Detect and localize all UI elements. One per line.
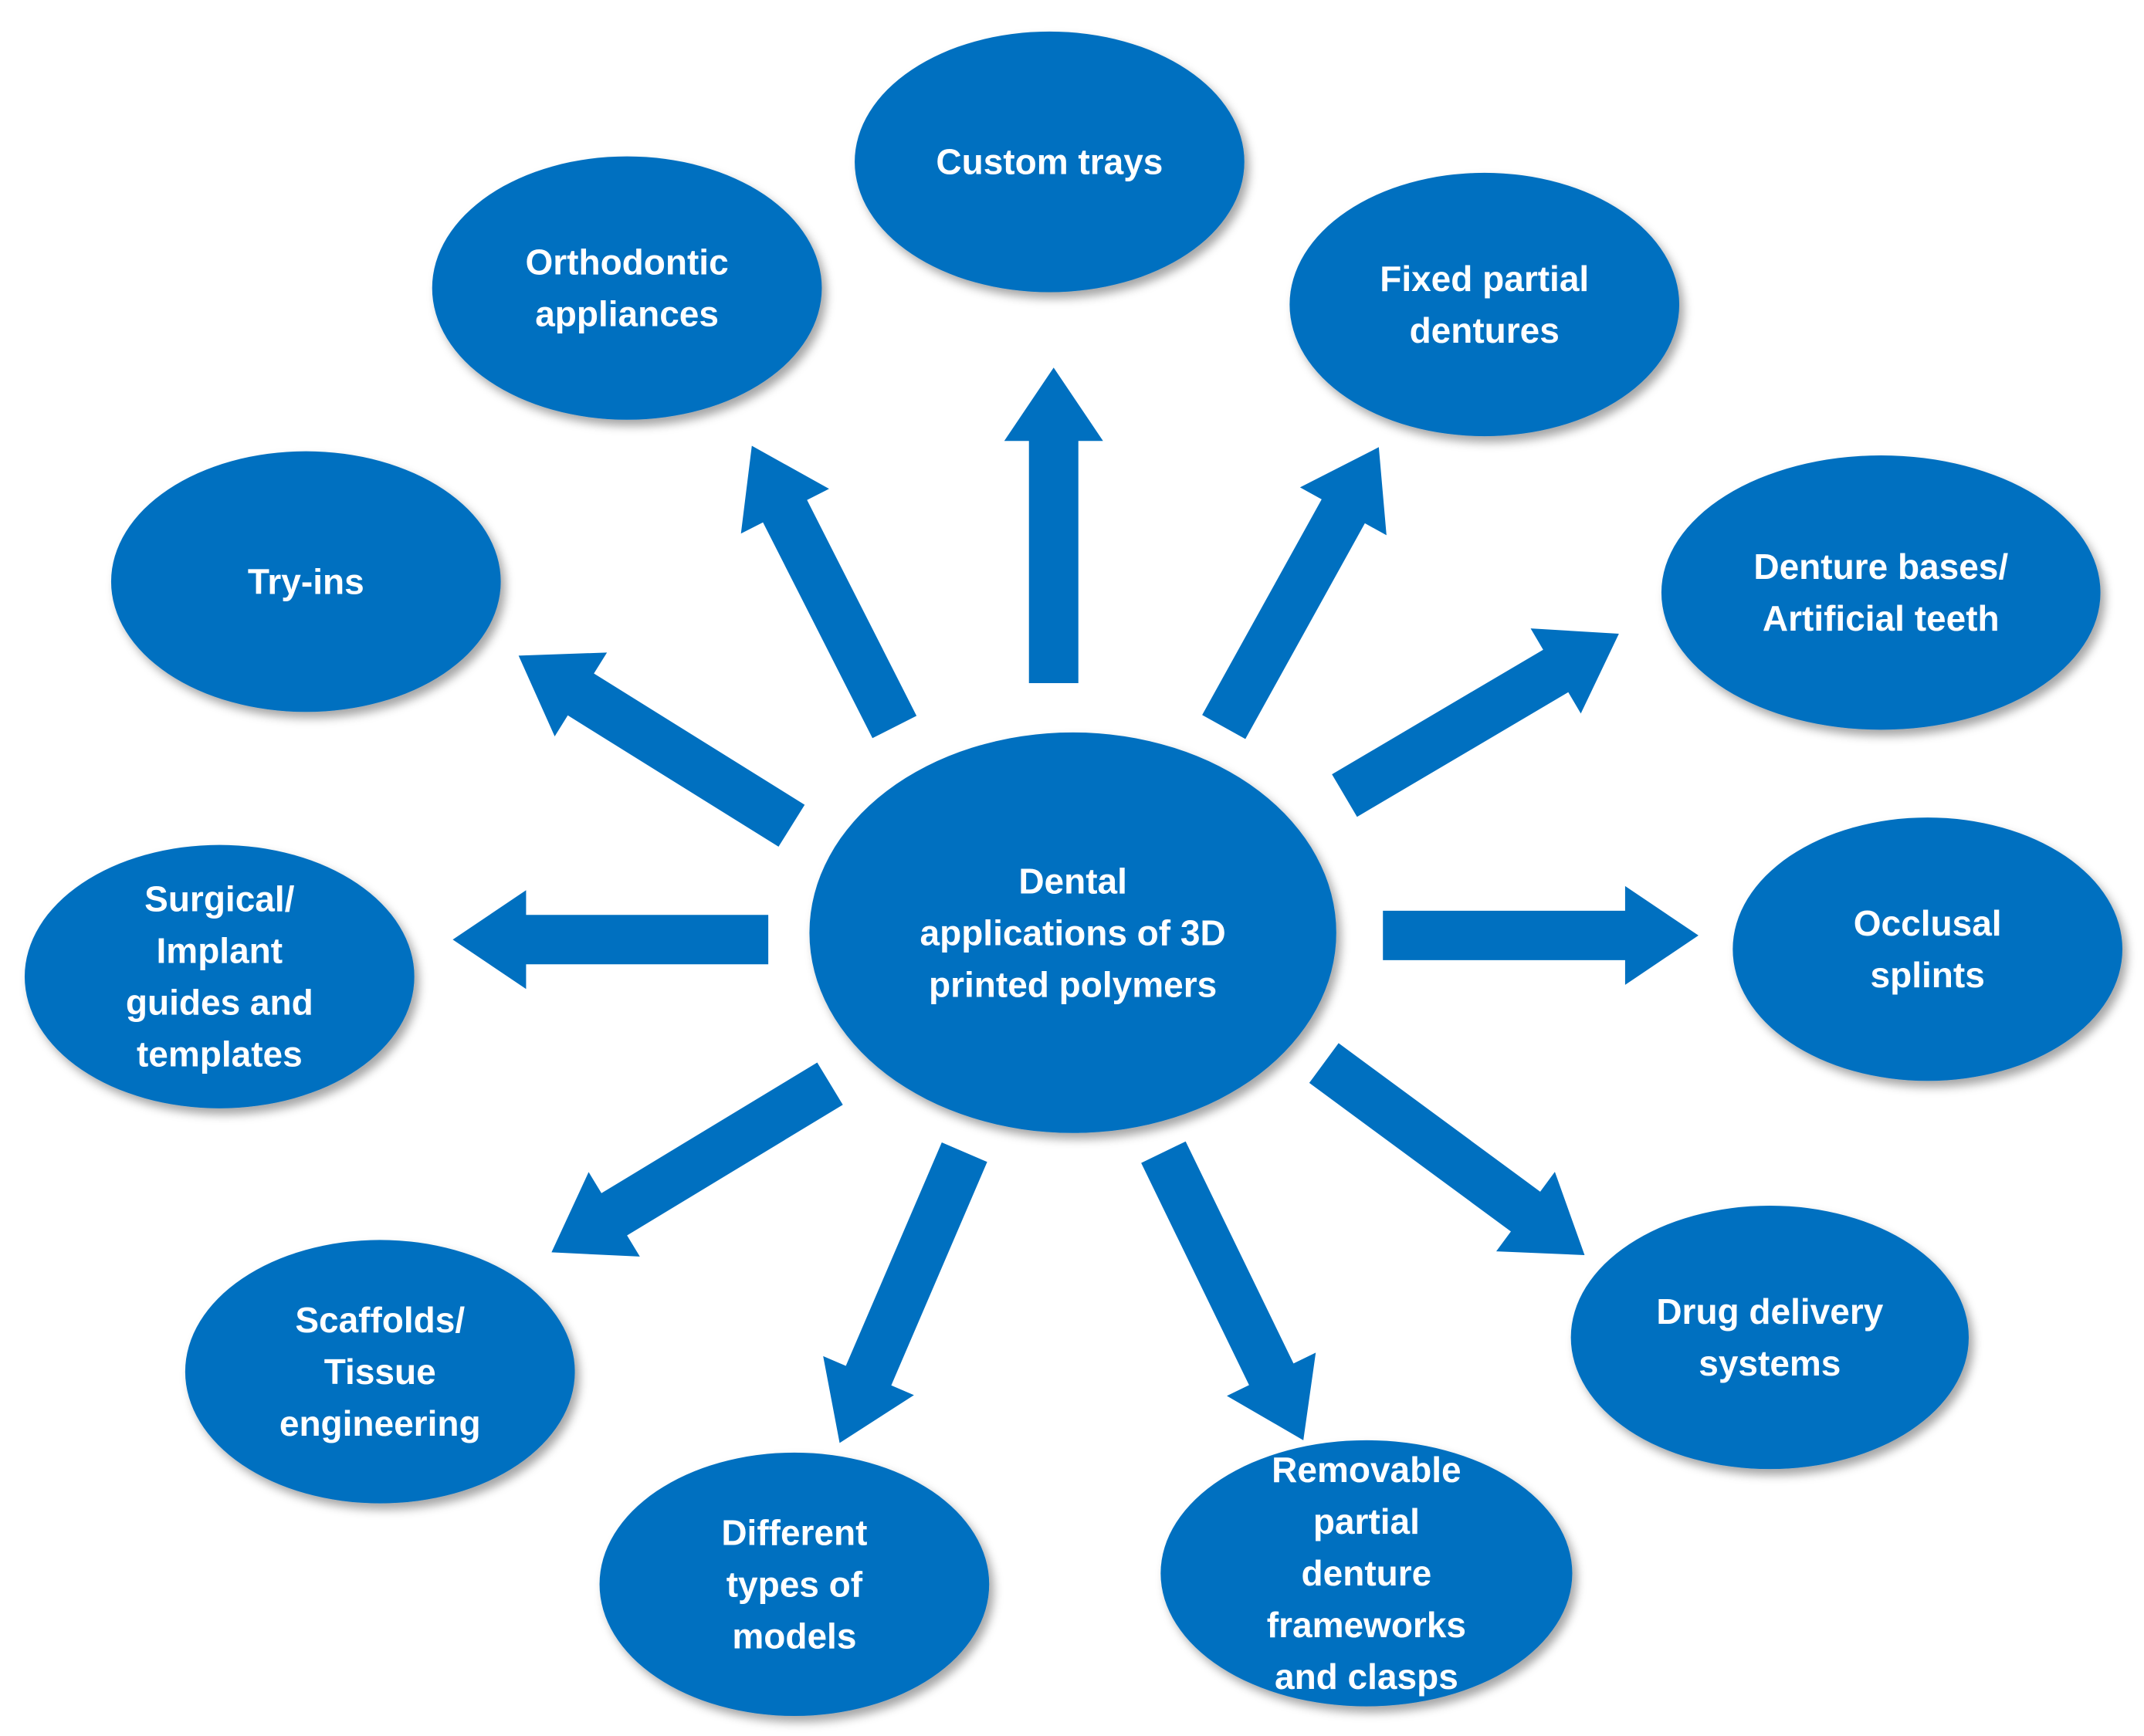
node-label-line: appliances (535, 294, 719, 334)
arrow-to-fixed-partial-dentures-icon (1202, 447, 1387, 739)
node-ellipse (1160, 1440, 1573, 1707)
node-label-line: Removable (1272, 1450, 1461, 1490)
arrow-to-occlusal-splints-icon (1383, 885, 1699, 985)
arrow-to-custom-trays-icon (1004, 367, 1103, 683)
node-label-line: splints (1871, 955, 1985, 995)
node-ellipse (1289, 172, 1680, 437)
arrow-to-drug-delivery-icon (1309, 1043, 1585, 1255)
arrow-to-surgical-guides-icon (452, 890, 769, 990)
node-scaffolds: Scaffolds/Tissue engineering (185, 1240, 575, 1504)
node-try-ins: Try-ins (110, 451, 501, 712)
node-ellipse (1732, 817, 2123, 1081)
node-denture-bases: Denture bases/Artificial teeth (1661, 455, 2101, 730)
node-label-line: Custom trays (936, 142, 1163, 182)
node-label-line: Scaffolds/ (295, 1300, 465, 1340)
node-label-line: printed polymers (929, 964, 1217, 1004)
node-occlusal-splints: Occlusal splints (1732, 817, 2123, 1081)
node-label-line: Drug delivery (1656, 1291, 1883, 1332)
arrows-group (452, 367, 1699, 1443)
node-label-line: types of (727, 1564, 863, 1604)
node-label-line: dentures (1410, 310, 1560, 350)
node-label-line: Different (721, 1512, 867, 1552)
node-ellipse (24, 844, 415, 1108)
node-fixed-partial-dentures: Fixed partial dentures (1289, 172, 1680, 437)
node-label-line: Fixed partial (1380, 259, 1589, 299)
node-label-line: Tissue (324, 1352, 436, 1392)
node-ellipse (855, 31, 1245, 293)
arrow-to-denture-bases-icon (1332, 628, 1619, 817)
node-custom-trays: Custom trays (855, 31, 1245, 293)
node-surgical-guides: Surgical/Implant guides and templates (24, 844, 415, 1108)
arrow-to-scaffolds-icon (551, 1062, 843, 1257)
node-label-line: models (732, 1616, 856, 1656)
node-label-line: Artificial teeth (1763, 598, 2000, 638)
node-label-line: guides and (126, 983, 313, 1023)
node-label-line: templates (137, 1034, 303, 1074)
node-ellipse (185, 1240, 575, 1504)
node-label-line: Dental (1018, 861, 1127, 901)
node-label-line: Denture bases/ (1753, 547, 2008, 587)
node-drug-delivery: Drug delivery systems (1570, 1205, 1969, 1470)
node-ellipse (1661, 455, 2101, 730)
node-label-line: denture (1302, 1553, 1432, 1593)
node-ellipse (1570, 1205, 1969, 1470)
arrow-to-removable-frameworks-icon (1141, 1141, 1316, 1440)
node-label-line: partial (1313, 1501, 1420, 1541)
node-label-line: Implant (157, 931, 283, 971)
node-label-line: engineering (279, 1403, 481, 1443)
node-label-line: applications of 3D (920, 912, 1226, 953)
node-label-line: Occlusal (1854, 903, 2002, 943)
node-label-line: Surgical/ (144, 879, 295, 919)
node-label-line: frameworks (1267, 1605, 1466, 1645)
node-ellipse (809, 732, 1336, 1133)
node-ellipse (432, 156, 822, 420)
node-models: Different types of models (599, 1452, 990, 1717)
arrow-to-orthodontic-appliances-icon (740, 445, 917, 739)
node-orthodontic-appliances: Orthodontic appliances (432, 156, 822, 420)
node-ellipse (110, 451, 501, 712)
arrow-to-try-ins-icon (518, 652, 805, 847)
arrow-to-models-icon (823, 1142, 987, 1443)
node-label-line: Orthodontic (525, 242, 728, 283)
node-label-line: systems (1699, 1343, 1841, 1383)
node-ellipse (599, 1452, 990, 1717)
node-center: Dental applications of 3D printed polymers (809, 732, 1336, 1133)
node-label-line: and clasps (1275, 1656, 1458, 1697)
node-removable-frameworks: Removable partial denture frameworks and cla… (1160, 1440, 1573, 1707)
node-label-line: Try-ins (248, 561, 364, 601)
